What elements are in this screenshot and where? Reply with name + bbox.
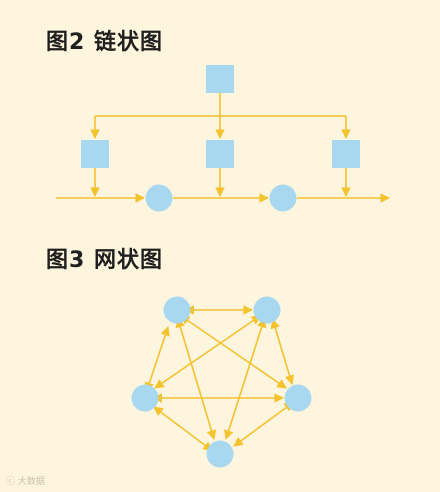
- edge-r-b: [233, 401, 294, 447]
- network-diagram: [144, 305, 295, 452]
- middle-square-node: [206, 140, 234, 168]
- edge-tl-r: [179, 315, 287, 389]
- edge-tl-b: [175, 317, 217, 440]
- right-circle-node: [269, 184, 297, 212]
- chain-diagram: [56, 93, 390, 203]
- edge-tr-l: [154, 315, 262, 389]
- edge-tr-r: [270, 318, 295, 385]
- node-top-right: [253, 296, 281, 324]
- watermark: ⓒ 大数据: [6, 477, 45, 487]
- edge-l-tl: [144, 326, 170, 393]
- edge-b-l: [153, 406, 213, 452]
- right-square-node: [332, 140, 360, 168]
- figure-3-title: 图3 网状图: [46, 248, 163, 273]
- node-bottom: [206, 440, 234, 468]
- node-right: [284, 384, 312, 412]
- left-circle-node: [145, 184, 173, 212]
- left-square-node: [81, 140, 109, 168]
- top-square-node: [206, 65, 234, 93]
- edge-tr-b: [224, 317, 267, 440]
- network-nodes: [131, 296, 312, 468]
- figure-2-title: 图2 链状图: [46, 30, 163, 55]
- node-top-left: [163, 296, 191, 324]
- chain-nodes: [81, 65, 360, 212]
- node-left: [131, 384, 159, 412]
